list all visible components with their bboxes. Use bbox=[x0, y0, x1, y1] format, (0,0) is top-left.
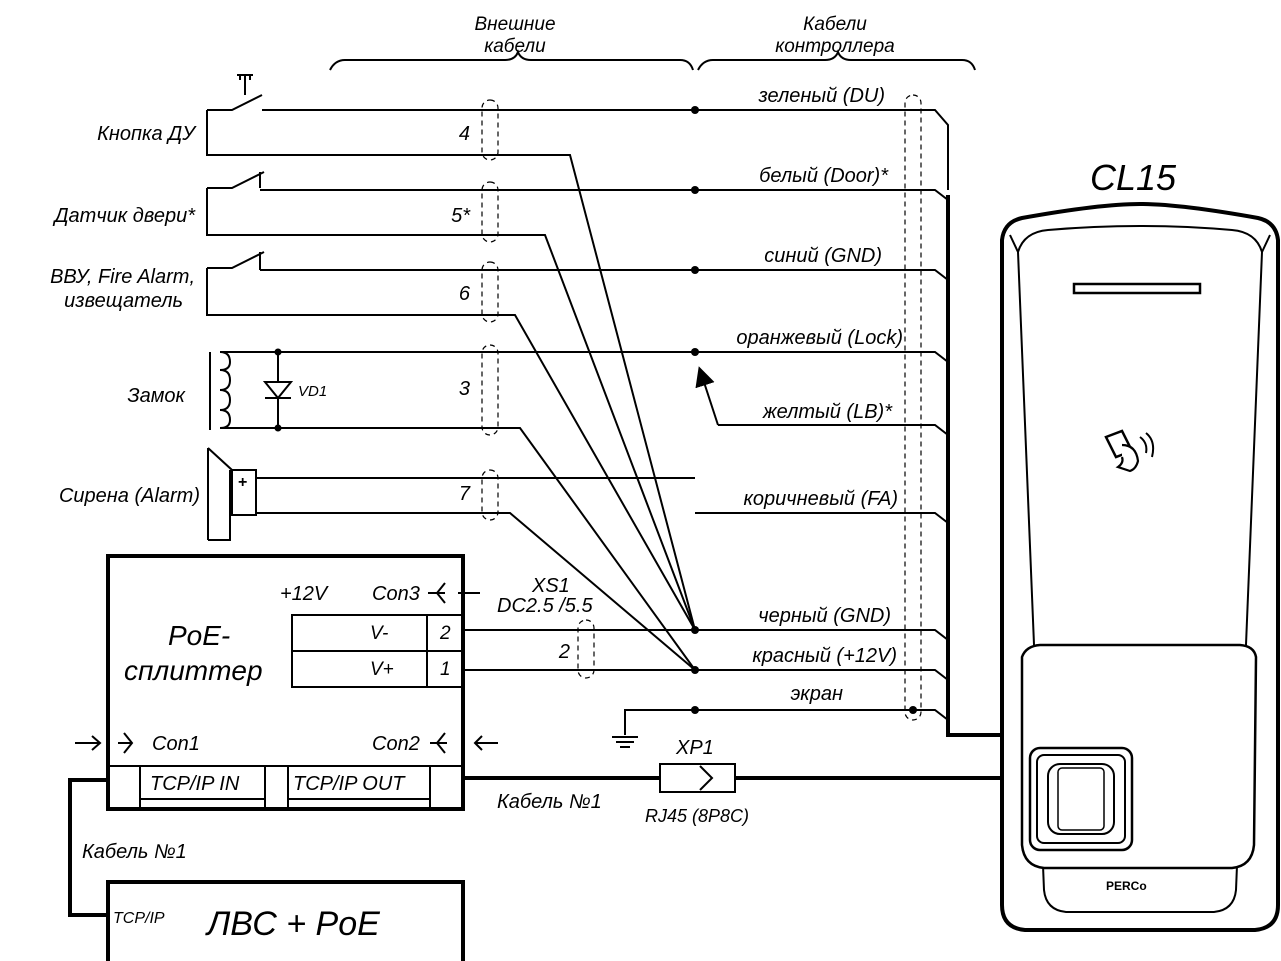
label-tcp-in: TCP/IP IN bbox=[150, 773, 240, 795]
label-cable-left: Кабель №1 bbox=[82, 841, 187, 863]
poe-splitter: PoE- сплиттер +12V Con3 V- 2 V+ 1 Con1 C… bbox=[75, 554, 498, 811]
wire-label: синий (GND) bbox=[764, 245, 882, 267]
ext-cable-number: 2 bbox=[558, 641, 570, 663]
lock-symbol: VD1 bbox=[209, 348, 696, 671]
wire-label: коричневый (FA) bbox=[743, 488, 898, 510]
pin-name: V+ bbox=[370, 659, 394, 680]
label-con3: Con3 bbox=[372, 583, 420, 605]
lan-box: TCP/IP ЛВС + PoE bbox=[106, 880, 465, 961]
lan-title: ЛВС + PoE bbox=[205, 905, 380, 943]
label-siren: Сирена (Alarm) bbox=[59, 485, 200, 507]
ext-cable-number: 3 bbox=[459, 378, 470, 400]
pin-name: V- bbox=[370, 623, 388, 644]
lan-port-label: TCP/IP bbox=[113, 910, 165, 927]
ext-cable-number: 6 bbox=[459, 283, 471, 305]
label-12v: +12V bbox=[280, 583, 329, 605]
ext-cable-number: 5* bbox=[451, 205, 471, 227]
header-external-line2: кабели bbox=[484, 36, 546, 57]
label-remote-button: Кнопка ДУ bbox=[97, 123, 197, 145]
external-cables: 4 5* 6 3 7 2 bbox=[451, 99, 595, 679]
label-cable-right: Кабель №1 bbox=[497, 791, 602, 813]
pin-number: 2 bbox=[439, 623, 451, 644]
label-xs1-spec: DC2.5 /5.5 bbox=[497, 595, 593, 617]
header-controller-line1: Кабели bbox=[803, 14, 867, 35]
controller-wires bbox=[460, 94, 1000, 748]
label-lock: Замок bbox=[127, 385, 186, 407]
ext-cable-number: 4 bbox=[459, 123, 470, 145]
door-sensor-symbol bbox=[206, 171, 696, 631]
nfc-card-icon bbox=[1104, 429, 1155, 473]
header-external-line1: Внешние bbox=[474, 14, 555, 35]
siren-symbol: + bbox=[207, 447, 696, 671]
label-tcp-out: TCP/IP OUT bbox=[293, 773, 406, 795]
device-logo: PERCo bbox=[1106, 879, 1147, 893]
header-controller-line2: контроллера bbox=[775, 36, 894, 57]
label-con2: Con2 bbox=[372, 733, 420, 755]
ext-cable-number: 7 bbox=[459, 483, 471, 505]
wire-label: оранжевый (Lock) bbox=[736, 327, 903, 349]
network-cable: XP1 RJ45 (8P8C) Кабель №1 Кабель №1 bbox=[68, 737, 1010, 917]
label-xp1-name: XP1 bbox=[675, 737, 714, 759]
header-controller-cables: Кабели контроллера bbox=[697, 14, 976, 71]
device-title: CL15 bbox=[1090, 157, 1177, 198]
wire-label: зеленый (DU) bbox=[757, 85, 885, 107]
label-diode: VD1 bbox=[298, 383, 327, 400]
remote-button-symbol bbox=[206, 74, 696, 631]
label-door-sensor: Датчик двери* bbox=[52, 205, 196, 227]
wire-label: черный (GND) bbox=[758, 605, 891, 627]
label-xp1-spec: RJ45 (8P8C) bbox=[645, 806, 749, 826]
alarm-input-symbol bbox=[206, 251, 696, 631]
poe-title-line1: PoE- bbox=[168, 620, 230, 651]
wire-label: белый (Door)* bbox=[759, 165, 889, 187]
label-alarm-input-line2: извещатель bbox=[64, 290, 183, 312]
wire-label: красный (+12V) bbox=[752, 645, 897, 667]
cl15-device: PERCo bbox=[1000, 201, 1280, 932]
plus-sign: + bbox=[238, 474, 247, 491]
wire-label: экран bbox=[790, 683, 843, 705]
label-xs1-name: XS1 bbox=[531, 575, 570, 597]
header-external-cables: Внешние кабели bbox=[329, 14, 694, 71]
label-alarm-input-line1: ВВУ, Fire Alarm, bbox=[50, 266, 195, 288]
pin-number: 1 bbox=[440, 659, 451, 680]
label-con1: Con1 bbox=[152, 733, 200, 755]
wire-label: желтый (LB)* bbox=[762, 401, 893, 423]
poe-title-line2: сплиттер bbox=[124, 655, 263, 686]
